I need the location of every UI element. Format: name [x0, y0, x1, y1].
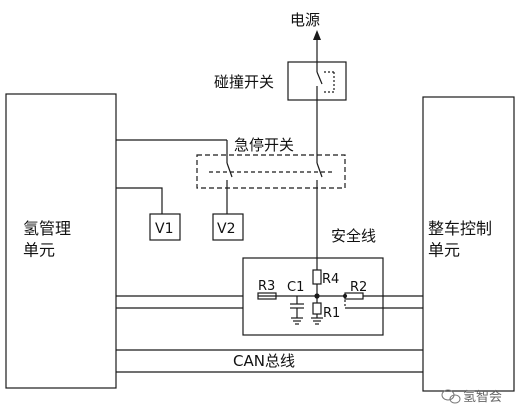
- emergency-stop-switch-box: [196, 154, 346, 189]
- emergency-stop-switch-label: 急停开关: [234, 136, 294, 154]
- power-source-label: 电源: [290, 11, 320, 29]
- r2-label: R2: [350, 280, 367, 295]
- label-line: 整车控制: [428, 219, 492, 238]
- v1-label: V1: [155, 221, 173, 237]
- c1-capacitor: [290, 296, 304, 325]
- wechat-bubble-icon: [441, 389, 461, 404]
- r4-resistor: [312, 269, 322, 285]
- watermark-label: 氢智会: [463, 390, 502, 405]
- r4-label: R4: [322, 272, 339, 287]
- label-line: 单元: [23, 241, 55, 260]
- v1-box: [149, 213, 181, 241]
- r1-resistor: [311, 296, 323, 325]
- vehicle-control-unit-label: 整车控制单元: [428, 219, 492, 260]
- label-line: 单元: [428, 241, 460, 260]
- safety-line-label: 安全线: [331, 227, 376, 245]
- r3-label: R3: [258, 279, 275, 294]
- v2-box: [212, 213, 244, 241]
- r3-resistor: [257, 292, 277, 300]
- r1-label: R1: [323, 306, 340, 321]
- hydrogen-management-unit-label: 氢管理单元: [23, 219, 71, 260]
- hydrogen-management-unit-box: [5, 93, 117, 389]
- label-line: 氢管理: [23, 219, 71, 238]
- watermark: 氢智会: [441, 389, 502, 405]
- emergency-stop-contact-right: [316, 162, 323, 258]
- can-bus-label: CAN总线: [233, 352, 295, 370]
- emergency-stop-contact-left: [226, 140, 233, 194]
- c1-label: C1: [287, 280, 304, 295]
- power-arrow: [313, 30, 321, 62]
- collision-switch-label: 碰撞开关: [214, 73, 274, 91]
- collision-switch-contact: [316, 62, 335, 100]
- v2-label: V2: [217, 221, 235, 237]
- v1-wire: [116, 187, 163, 214]
- vehicle-control-unit-box: [422, 96, 515, 392]
